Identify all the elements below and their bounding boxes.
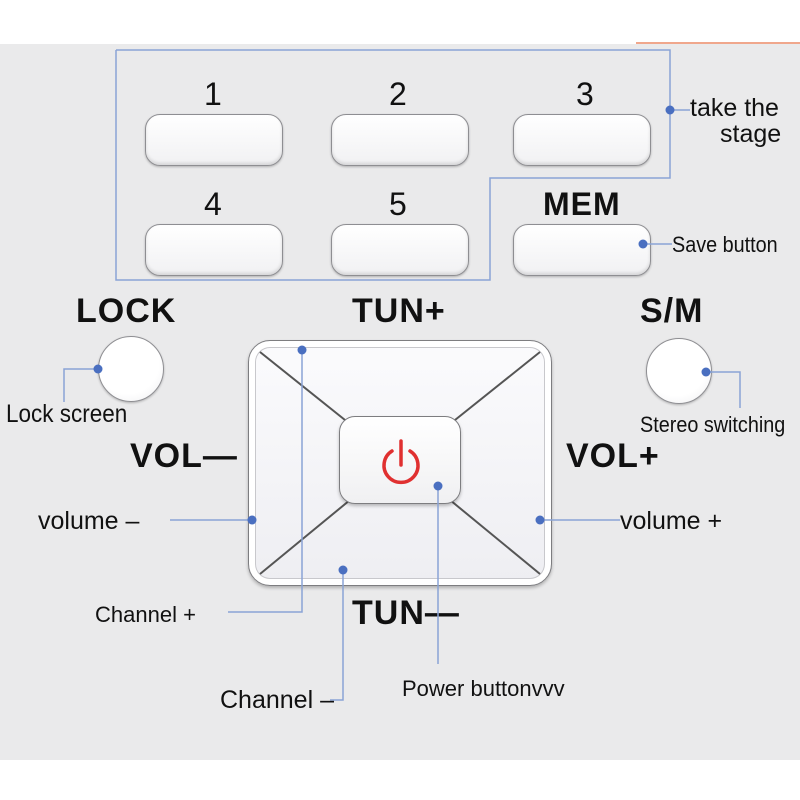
annotation-channel-minus: Channel – — [220, 686, 334, 714]
tun-minus-label: TUN— — [352, 594, 460, 632]
top-accent-line — [636, 42, 800, 44]
annotation-volume-minus: volume – — [38, 507, 140, 535]
tun-plus-label: TUN+ — [352, 292, 446, 330]
annotation-stereo-switching: Stereo switching — [640, 412, 786, 437]
annotation-lock-screen: Lock screen — [6, 400, 128, 428]
vol-minus-label: VOL— — [130, 437, 238, 475]
lock-label: LOCK — [76, 292, 177, 330]
annotation-save-button: Save button — [672, 232, 778, 257]
annotation-volume-plus: volume + — [620, 507, 723, 535]
sm-label: S/M — [640, 292, 704, 330]
annotation-channel-plus: Channel + — [95, 602, 196, 627]
vol-plus-label: VOL+ — [566, 437, 660, 475]
power-icon — [382, 439, 420, 485]
power-button[interactable] — [339, 416, 461, 504]
lock-button[interactable] — [98, 336, 164, 402]
annotation-take-the-stage-2: stage — [720, 120, 782, 148]
annotation-take-the-stage-1: take the — [690, 94, 779, 122]
annotation-power-button: Power buttonvvv — [402, 676, 565, 701]
sm-button[interactable] — [646, 338, 712, 404]
